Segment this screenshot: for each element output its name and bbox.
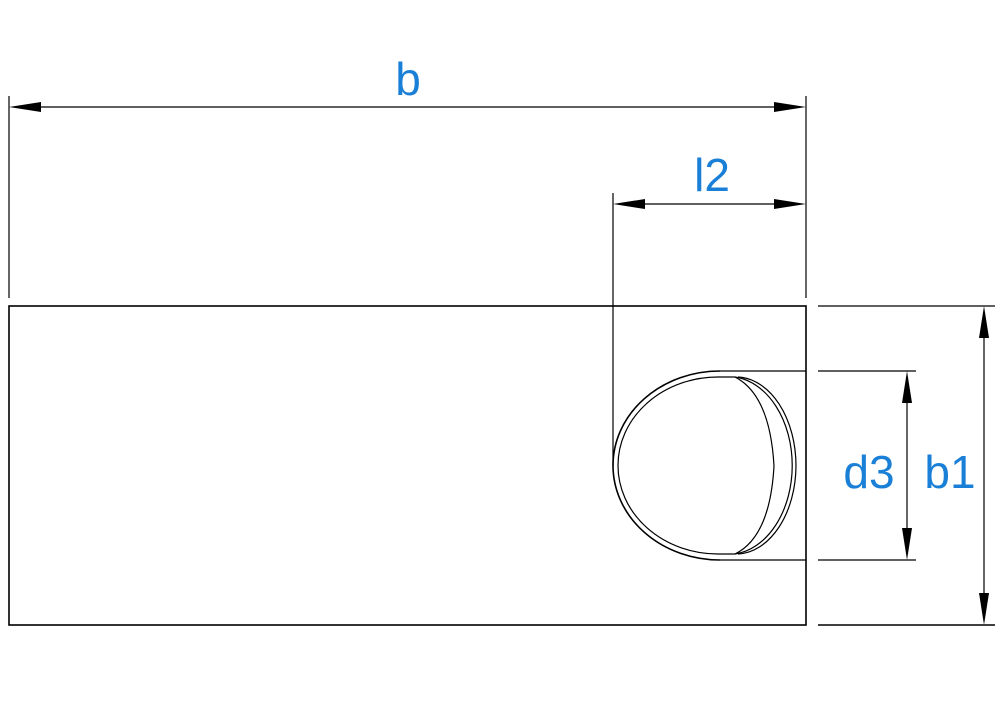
dimension-label-b: b	[395, 53, 421, 105]
dimension-d3	[902, 371, 912, 560]
dimension-label-d3: d3	[843, 446, 894, 498]
dimension-b	[9, 102, 806, 112]
dimension-label-b1: b1	[924, 446, 975, 498]
dimension-b1	[979, 306, 989, 625]
hole-feature	[612, 370, 806, 561]
dimension-l2	[613, 199, 806, 209]
body-outline	[8, 305, 807, 626]
dimension-label-l2: l2	[694, 149, 730, 201]
